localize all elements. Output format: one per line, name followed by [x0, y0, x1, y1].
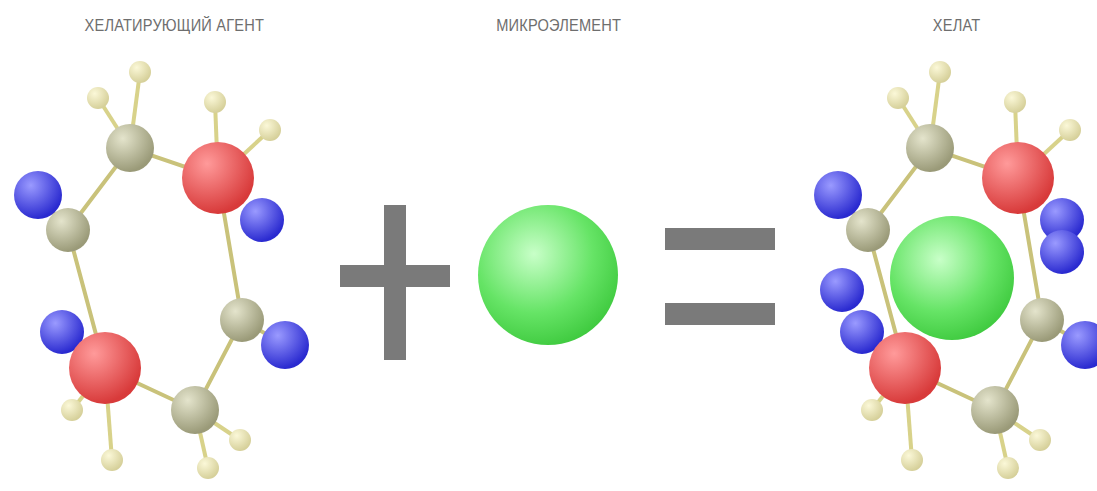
heading-label: ХЕЛАТИРУЮЩИЙ АГЕНТ — [85, 16, 264, 36]
heading-label: ХЕЛАТ — [933, 16, 981, 36]
heading-label: МИКРОЭЛЕМЕНТ — [496, 16, 621, 36]
